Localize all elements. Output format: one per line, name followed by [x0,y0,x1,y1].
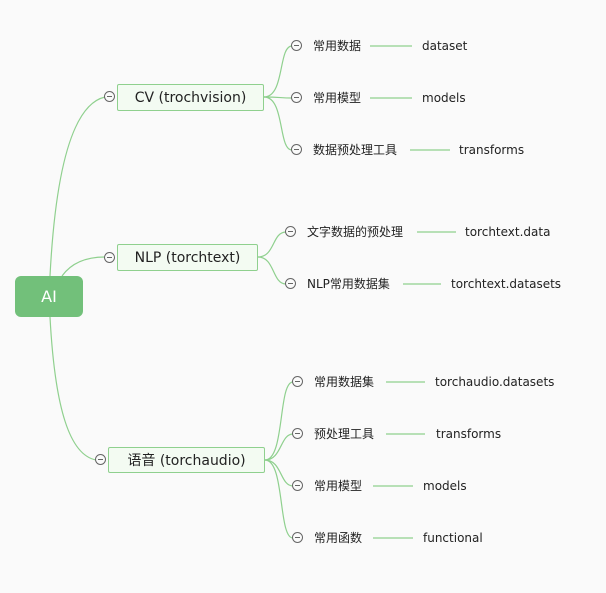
connector-audio-leaf [264,459,294,539]
connector-root-cv [49,96,106,277]
collapse-icon[interactable] [291,92,302,103]
collapse-icon[interactable] [104,91,115,102]
leaf-node-cv-models[interactable]: 常用模型 [313,91,362,105]
collapse-icon[interactable] [292,480,303,491]
leaf-target-models[interactable]: models [422,91,466,105]
collapse-icon[interactable] [291,144,302,155]
connector-cv-leaf [263,96,293,151]
branch-node-label: CV (trochvision) [134,89,247,106]
root-node-label: AI [41,287,57,306]
connector-audio-leaf [264,381,294,461]
leaf-node-audio-datasets[interactable]: 常用数据集 [314,375,375,389]
collapse-icon[interactable] [292,376,303,387]
root-node-ai[interactable]: AI [15,276,83,317]
connector-nlp-leaf [257,231,287,258]
leaf-target-functional[interactable]: functional [423,531,483,545]
collapse-icon[interactable] [292,428,303,439]
leaf-target-transforms[interactable]: transforms [436,427,502,441]
connector-nlp-leaf [257,256,287,285]
connector-root-audio [49,316,97,461]
leaf-node-audio-models[interactable]: 常用模型 [314,479,363,493]
connector-audio-leaf [264,459,294,487]
leaf-node-audio-preprocess[interactable]: 预处理工具 [314,427,375,441]
branch-node-label: 语音 (torchaudio) [127,453,246,469]
leaf-target-transforms[interactable]: transforms [459,143,525,157]
branch-node-audio[interactable]: 语音 (torchaudio) [108,447,265,473]
collapse-icon[interactable] [95,454,106,465]
collapse-icon[interactable] [285,226,296,237]
leaf-node-cv-data[interactable]: 常用数据 [313,39,362,53]
connector-root-nlp [61,256,106,277]
leaf-target-torchtext-datasets[interactable]: torchtext.datasets [451,277,562,291]
leaf-node-nlp-text-preprocess[interactable]: 文字数据的预处理 [307,225,404,239]
collapse-icon[interactable] [292,532,303,543]
leaf-target-torchtext-data[interactable]: torchtext.data [465,225,551,239]
leaf-target-models[interactable]: models [423,479,467,493]
connector-audio-leaf [264,433,294,461]
collapse-icon[interactable] [291,40,302,51]
connector-cv-leaf [263,45,293,98]
leaf-target-dataset[interactable]: dataset [422,39,468,53]
collapse-icon[interactable] [285,278,296,289]
leaf-node-audio-functional[interactable]: 常用函数 [314,531,363,545]
leaf-target-torchaudio-datasets[interactable]: torchaudio.datasets [435,375,555,389]
branch-node-label: NLP (torchtext) [134,249,241,266]
branch-node-cv[interactable]: CV (trochvision) [117,84,264,111]
leaf-node-cv-preprocess[interactable]: 数据预处理工具 [313,143,398,157]
branch-node-nlp[interactable]: NLP (torchtext) [117,244,258,271]
collapse-icon[interactable] [104,252,115,263]
leaf-node-nlp-datasets[interactable]: NLP常用数据集 [307,277,390,291]
